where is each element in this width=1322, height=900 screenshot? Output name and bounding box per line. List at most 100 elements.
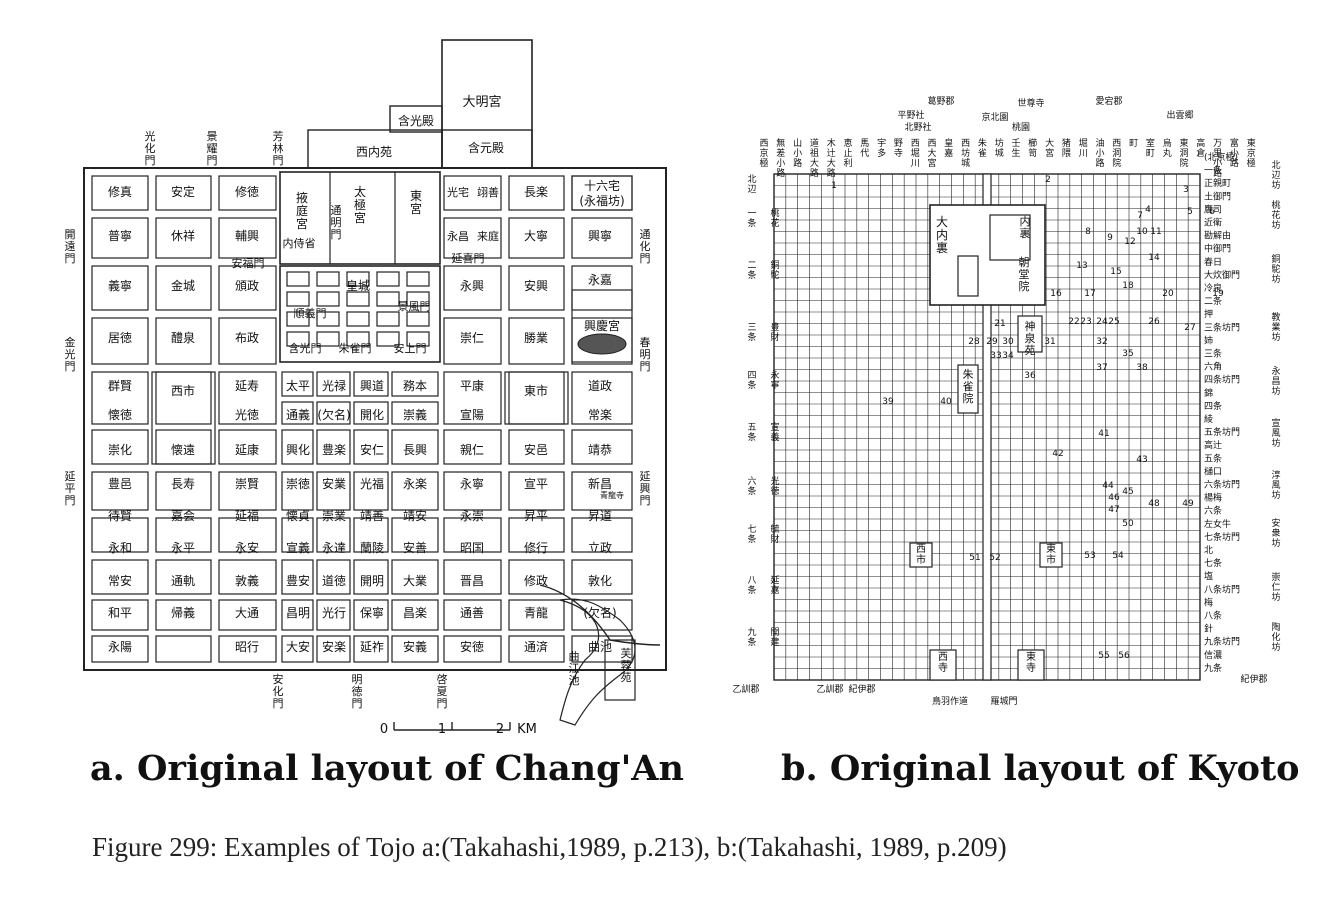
ward-label: 敦化 [588,573,612,588]
left-jo-label: 駝 [770,269,779,281]
east-market [1039,542,1063,568]
taiji-label: 太 [354,184,366,199]
ward-label: 青龍寺 [600,490,624,500]
right-street-label: 五条坊門 [1204,426,1240,438]
top-street-label: 極 [1247,157,1256,169]
ward-block [218,429,277,465]
ward-block [443,635,502,663]
scale-unit: KM [517,722,537,737]
ward-label: 安業 [322,476,346,491]
ward-label: 昇平 [524,509,548,523]
ward-label: 懐貞 [286,509,310,523]
top-label: 平野社 [897,109,924,121]
right-ward-label: 崇 [1271,572,1280,583]
site-number: 21 [994,319,1005,329]
top-street-label: 野 [894,138,903,149]
left-gate-label: 門 [65,360,76,373]
ward-block [218,599,277,631]
left-jo-label: 桃 [770,207,779,219]
left-jo-label: 条 [747,636,756,648]
office-block [406,291,430,307]
ward-block [571,429,633,465]
ward-block [508,175,565,211]
right-street-label: 九条坊門 [1204,636,1240,648]
chodoin [957,255,979,297]
office-block [346,291,370,307]
left-jo-label: 永 [770,369,779,381]
top-street-label: 祖 [810,147,819,159]
right-street-label: 錦 [1204,387,1213,399]
right-street-label: 七条 [1204,557,1222,569]
site-number: 23 [1080,317,1091,327]
daming-label: 大明宮 [462,94,501,110]
site-number: 44 [1102,481,1114,491]
ward-label: 永寧 [460,476,484,491]
hanguang-label: 含光殿 [398,113,434,128]
dainaiura-label: 大 [936,215,948,229]
site-number: 15 [1110,267,1121,277]
bottom-gate-label: 啓 [437,672,448,686]
ward-block [218,559,277,595]
right-street-label: 冷泉 [1204,282,1222,294]
ward-block [281,471,314,511]
site-number: 32 [1096,337,1107,347]
office-block [346,271,370,287]
ward-block [353,429,389,465]
ward-block [218,635,277,663]
yongfu-label: (永福坊) [579,193,624,208]
east-temple-label: 東 [1026,650,1036,663]
ward-block [508,317,565,365]
top-street-label: 京 [759,147,768,159]
bottom-gate-label: 徳 [352,685,363,698]
ward-block [91,429,149,465]
top-street-label: 壬 [1011,138,1020,149]
ward-label: 豊邑 [108,477,132,491]
dairi [989,214,1031,261]
ward-label: 通義 [286,407,310,422]
site-number: 13 [1076,261,1087,271]
office-block [286,291,310,307]
right-street-label: 七条坊門 [1204,531,1240,543]
ward-label: 義寧 [108,278,132,293]
right-ward-label: 坊 [1271,437,1280,449]
top-street-label: 利 [843,157,852,169]
site-number: 53 [1084,551,1095,561]
ward-block [391,401,439,425]
top-street-label: 路 [1095,157,1104,169]
ward-label: 昭国 [460,541,484,555]
right-ward-label: 坊 [1271,331,1280,343]
top-gate-label: 門 [207,154,218,167]
ward-label: 興慶宮 [584,318,620,333]
ward-block [353,471,389,511]
ward-label: 大安 [286,639,310,654]
top-gate-label: 化 [145,141,156,155]
top-street-label: 路 [810,167,819,179]
site-number: 42 [1052,449,1063,459]
ward-label: 豊楽 [322,443,346,457]
ward-label: 安義 [403,639,427,654]
right-street-label: 八条坊門 [1204,583,1240,595]
ward-block [91,559,149,595]
tongming-label: 門 [331,228,342,241]
top-label: 葛野郡 [927,95,954,107]
right-street-label: 針 [1204,623,1213,635]
top-street-label: 路 [1213,167,1222,179]
ward-block [91,217,149,259]
zhuque-gate-label: 朱雀門 [339,342,372,355]
left-jo-label: 条 [747,533,756,545]
shinsenen-label: 神 [1025,319,1036,333]
top-street-label: 辻 [827,147,836,159]
ward-block [353,401,389,425]
top-street-label: 堀 [1079,138,1088,149]
ward-label: 勝業 [524,330,548,345]
site-number: 22 [1068,317,1079,327]
chodoin-label: 朝 [1019,256,1030,269]
left-jo-label: 銅 [770,259,779,271]
right-ward-label: 衆 [1271,527,1280,539]
top-street-label: 川 [911,159,920,169]
ward-block [353,559,389,595]
ward-block [571,599,633,631]
left-jo-label: 財 [770,533,779,545]
right-ward-label: 教 [1271,311,1280,323]
top-street-label: 宮 [927,157,936,169]
